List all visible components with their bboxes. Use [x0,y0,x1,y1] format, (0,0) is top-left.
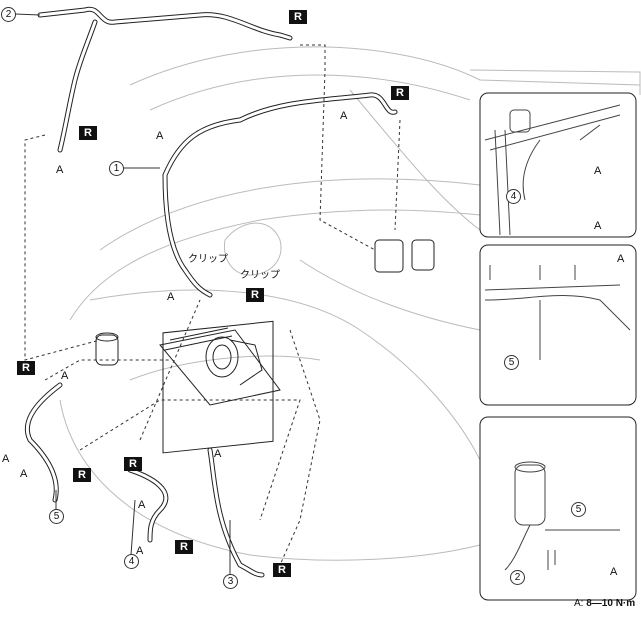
condenser [159,320,281,454]
torque-label: A [340,110,348,122]
replace-oring-badge: R [246,288,264,302]
torque-label: A [20,468,28,480]
inset-details [484,104,631,571]
torque-label: A [156,130,164,142]
torque-label: A [2,453,10,465]
torque-label: A [610,566,618,578]
replace-oring-badge: R [17,361,35,375]
torque-label: A [594,220,602,232]
callout-1: 1 [109,161,124,176]
detail-insets [479,92,637,601]
inset-callout-5: 5 [571,502,586,517]
inset-callout-4: 4 [506,189,521,204]
callout-5: 5 [49,509,64,524]
callout-2: 2 [1,7,16,22]
callout-3: 3 [223,574,238,589]
replace-oring-badge: R [79,126,97,140]
compressor [205,336,263,386]
ac-pipes [24,6,398,578]
torque-label: A [61,370,69,382]
torque-label: A [214,448,222,460]
callout-lines [14,13,231,575]
replace-oring-badge: R [175,540,193,554]
torque-label: A [136,545,144,557]
torque-label: A [167,291,175,303]
leader-lines [24,44,401,566]
replace-oring-badge: R [289,10,307,24]
legend-prefix: A: [574,598,587,609]
torque-label: A [56,164,64,176]
vehicle-body-outline [59,46,641,561]
inset-callout-5: 5 [504,355,519,370]
torque-label: A [617,253,625,265]
replace-oring-badge: R [124,457,142,471]
callout-4: 4 [124,554,139,569]
torque-label: A [594,165,602,177]
replace-oring-badge: R [273,563,291,577]
clip-label: クリップ [188,254,228,265]
torque-legend: A: 8—10 N·m [574,598,635,609]
clip-label: クリップ [240,270,280,281]
bracket [374,239,435,273]
receiver-drier [95,332,119,366]
replace-oring-badge: R [73,468,91,482]
torque-label: A [138,499,146,511]
legend-torque-value: 8—10 N·m [586,598,636,609]
replace-oring-badge: R [391,86,409,100]
inset-callout-2: 2 [510,570,525,585]
